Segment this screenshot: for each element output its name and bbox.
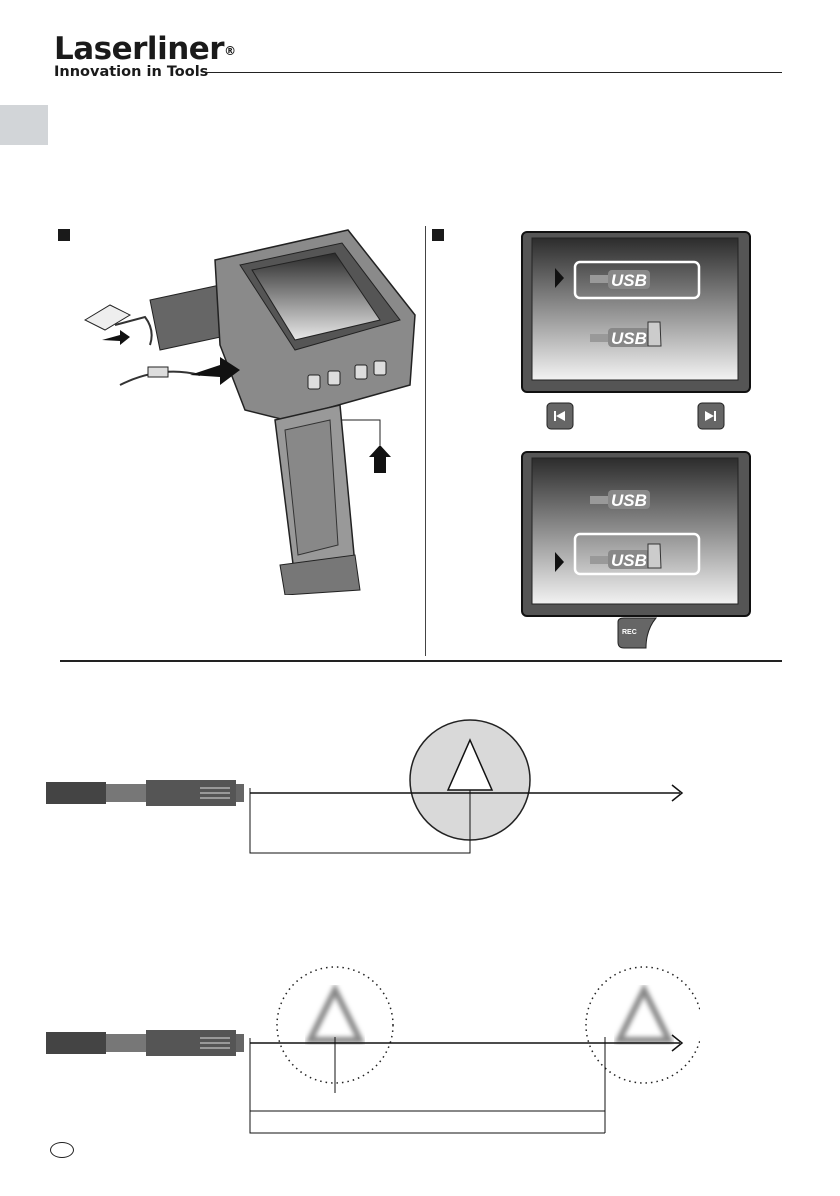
camera-usb-illustration	[83, 229, 416, 595]
usb-mode-screen-1: USB USB	[521, 231, 751, 393]
language-badge	[50, 1142, 74, 1158]
blurred-triangle-icon	[305, 983, 365, 1043]
axis-arrow-icon	[671, 784, 684, 802]
camera-probe-icon	[46, 780, 244, 806]
rec-button[interactable]: REC	[616, 616, 660, 650]
axis-arrow-icon	[671, 1034, 684, 1052]
sd-card-icon	[647, 543, 662, 569]
registered-mark: ®	[224, 44, 236, 58]
near-blur-zone	[276, 966, 394, 1084]
depth-of-field-diagram	[46, 966, 700, 1134]
selection-cursor-icon	[555, 552, 564, 572]
panel-divider	[425, 226, 426, 656]
usb-sd-option-label: USB	[611, 329, 647, 348]
selection-highlight	[573, 532, 701, 576]
step-1-marker	[58, 229, 70, 241]
sd-card-icon	[647, 321, 662, 347]
next-button[interactable]	[697, 402, 727, 430]
far-blur-zone	[585, 966, 700, 1084]
focus-distance-diagram	[46, 719, 684, 854]
brand-tagline: Innovation in Tools	[54, 64, 209, 80]
next-icon	[705, 411, 714, 421]
blurred-triangle-icon	[614, 983, 674, 1043]
language-tab	[0, 105, 48, 145]
camera-probe-icon	[46, 1030, 244, 1056]
prev-icon	[556, 411, 565, 421]
selection-highlight	[573, 260, 701, 300]
usb-sd-option-label: USB	[611, 551, 647, 570]
usb-mode-screen-2: USB USB	[521, 451, 751, 617]
header-rule	[206, 72, 782, 73]
section-divider	[60, 660, 782, 662]
step-2-marker	[432, 229, 444, 241]
selection-cursor-icon	[555, 268, 564, 288]
brand-logo: Laserliner® Innovation in Tools	[54, 31, 236, 81]
rec-label: REC	[622, 629, 637, 636]
prev-button[interactable]	[546, 402, 576, 430]
usb-option-label: USB	[611, 271, 647, 290]
brand-name: Laserliner	[54, 31, 225, 67]
usb-option-label: USB	[611, 491, 647, 510]
